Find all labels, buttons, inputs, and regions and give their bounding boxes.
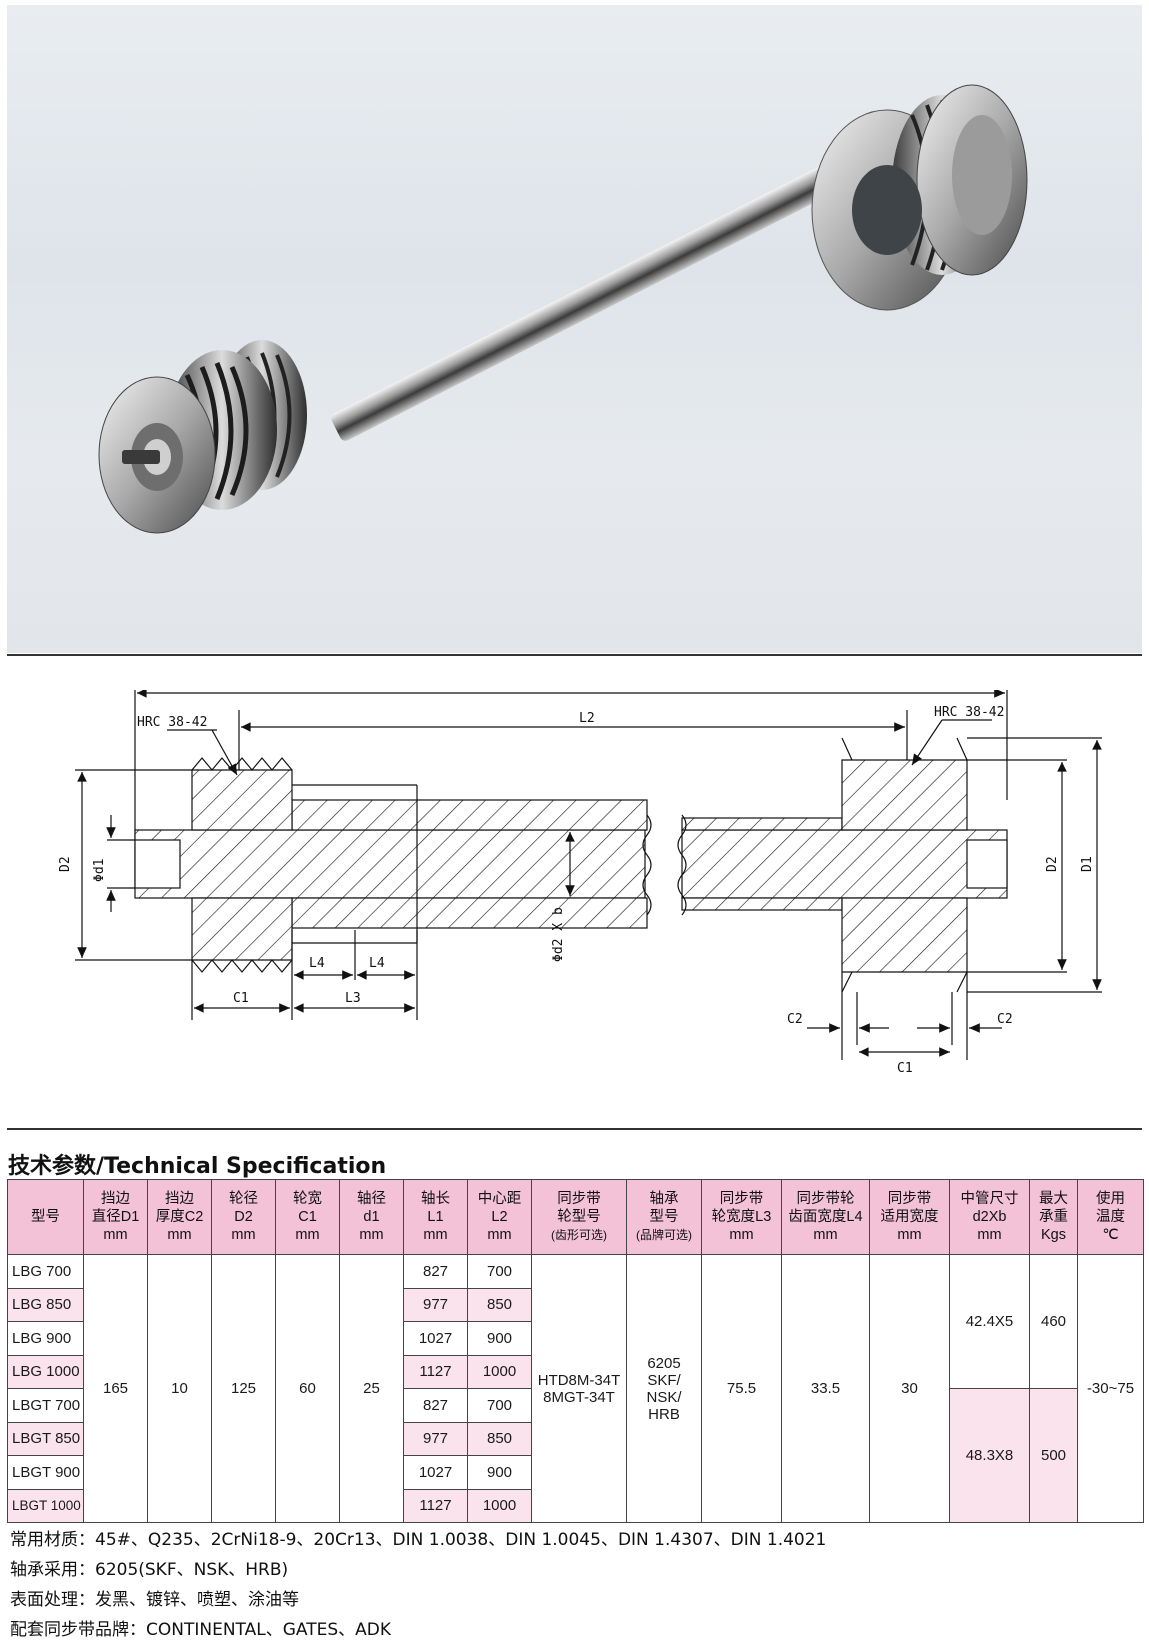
note-surface: 表面处理：发黑、镀锌、喷塑、涂油等 (10, 1590, 299, 1610)
model-cell: LBGT 1000 (7, 1488, 84, 1523)
label-hrc-right: HRC 38-42 (934, 705, 1004, 720)
c1-cell: 60 (275, 1254, 340, 1523)
label-c2-left: C2 (787, 1012, 803, 1027)
l2-cell: 900 (467, 1321, 532, 1356)
l1-cell: 1127 (403, 1488, 468, 1523)
note-belt-brands: 配套同步带品牌：CONTINENTAL、GATES、ADK (10, 1620, 391, 1640)
load-b-cell: 500 (1029, 1388, 1078, 1523)
divider-bottom (7, 1128, 1142, 1130)
l1-cell: 1027 (403, 1321, 468, 1356)
l1-cell: 977 (403, 1421, 468, 1456)
model-cell: LBGT 850 (7, 1421, 84, 1456)
product-photo (7, 5, 1142, 653)
belt-width-cell: 30 (869, 1254, 950, 1523)
label-l4-b: L4 (369, 956, 385, 971)
l4-cell: 33.5 (781, 1254, 870, 1523)
label-l4-a: L4 (309, 956, 325, 971)
roller-shaft-render (98, 84, 1028, 534)
model-cell: LBG 1000 (7, 1354, 84, 1389)
notes: 常用材质：45#、Q235、2CrNi18-9、20Cr13、DIN 1.003… (10, 1525, 826, 1645)
c2-cell: 10 (147, 1254, 212, 1523)
spec-header-8: 同步带轮型号(齿形可选) (531, 1179, 627, 1255)
label-c1-left: C1 (233, 991, 249, 1006)
tube-a-cell: 42.4X5 (949, 1254, 1030, 1389)
tube-b-cell: 48.3X8 (949, 1388, 1030, 1523)
model-cell: LBGT 700 (7, 1388, 84, 1423)
model-cell: LBG 850 (7, 1287, 84, 1322)
divider-top (7, 654, 1142, 656)
label-d2xb: Φd2 X b (551, 907, 566, 962)
l2-cell: 700 (467, 1254, 532, 1289)
spec-header-9: 轴承型号(品牌可选) (626, 1179, 702, 1255)
model-cell: LBG 900 (7, 1321, 84, 1356)
l1-cell: 827 (403, 1388, 468, 1423)
label-d2-right: D2 (1045, 856, 1060, 872)
note-bearing: 轴承采用：6205(SKF、NSK、HRB) (10, 1560, 289, 1580)
label-l2: L2 (579, 711, 595, 726)
l2-cell: 850 (467, 1421, 532, 1456)
spec-header-0: 型号 (7, 1179, 84, 1255)
shaft-d1-cell: 25 (339, 1254, 404, 1523)
l3-cell: 75.5 (701, 1254, 782, 1523)
d1-cell: 165 (83, 1254, 148, 1523)
l2-cell: 700 (467, 1388, 532, 1423)
label-c1-right: C1 (897, 1061, 913, 1076)
label-l3: L3 (345, 991, 361, 1006)
model-cell: LBG 700 (7, 1254, 84, 1289)
left-pulley (98, 340, 307, 534)
label-hrc-left: HRC 38-42 (137, 715, 207, 730)
model-cell: LBGT 900 (7, 1455, 84, 1490)
right-pulley (811, 84, 1028, 311)
label-l1: L1 (567, 690, 583, 694)
l1-cell: 827 (403, 1254, 468, 1289)
l2-cell: 900 (467, 1455, 532, 1490)
l1-cell: 1127 (403, 1354, 468, 1389)
label-d1-left: Φd1 (92, 859, 107, 882)
spec-title: 技术参数/Technical Specification (8, 1154, 387, 1179)
l2-cell: 850 (467, 1287, 532, 1322)
d2-cell: 125 (211, 1254, 276, 1523)
spec-header-15: 使用温度℃ (1077, 1179, 1144, 1255)
label-d2-left: D2 (58, 856, 73, 872)
label-c2-right: C2 (997, 1012, 1013, 1027)
note-materials: 常用材质：45#、Q235、2CrNi18-9、20Cr13、DIN 1.003… (10, 1530, 827, 1550)
load-a-cell: 460 (1029, 1254, 1078, 1389)
l1-cell: 1027 (403, 1455, 468, 1490)
technical-drawing: L1 L2 HRC 38-42 HRC 38-42 D2 Φd1 Φd2 X b… (7, 690, 1142, 1110)
label-d1-right: D1 (1080, 856, 1095, 872)
l2-cell: 1000 (467, 1488, 532, 1523)
l2-cell: 1000 (467, 1354, 532, 1389)
temp-cell: -30~75 (1077, 1254, 1144, 1523)
l1-cell: 977 (403, 1287, 468, 1322)
